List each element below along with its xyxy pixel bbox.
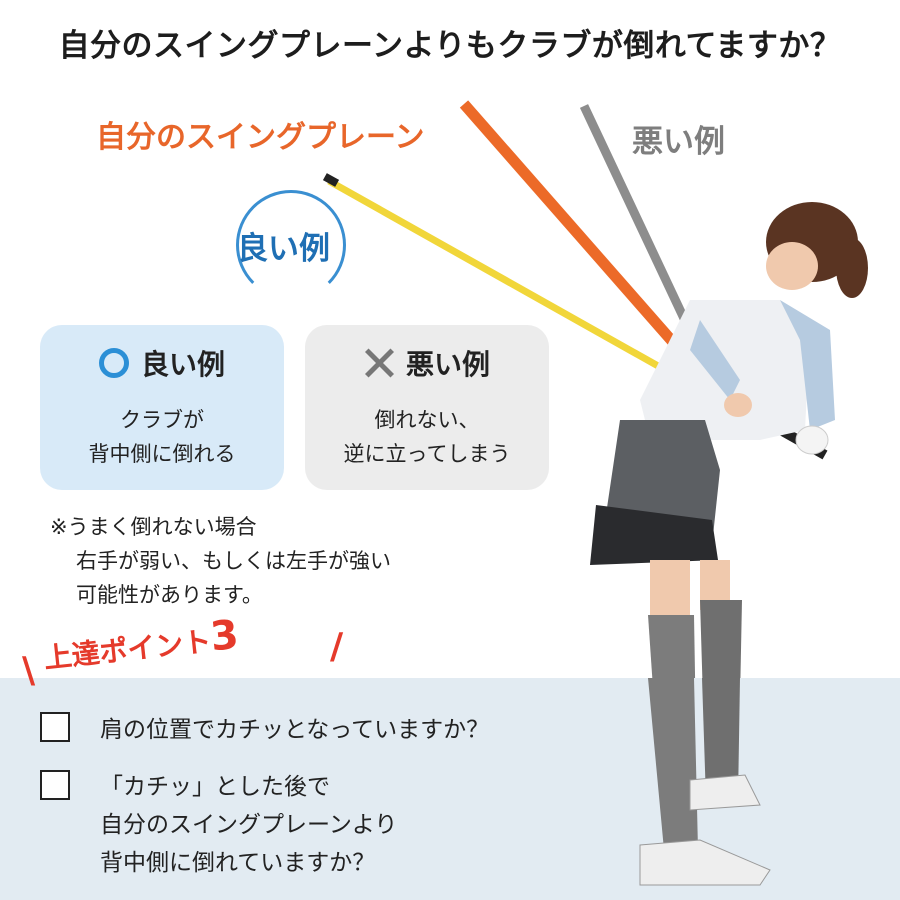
- checklist-question-line: 自分のスイングプレーンより: [100, 812, 398, 838]
- good-card-line: 背中側に倒れる: [88, 442, 236, 466]
- checklist-question-1: 肩の位置でカチッとなっていますか？: [100, 717, 490, 743]
- tip-note: ※うまく倒れない場合 右手が弱い、もしくは左手が強い 可能性があります。: [50, 510, 391, 612]
- point-heading-slash-right: /: [330, 626, 344, 667]
- point-heading-slash-left: \: [22, 650, 36, 691]
- bad-card-line: 倒れない、: [374, 408, 480, 432]
- swing-plane-label: 自分のスイングプレーン: [96, 120, 425, 155]
- cross-icon: [364, 348, 394, 378]
- bad-example-label: 悪い例: [632, 124, 725, 160]
- bad-example-card: 悪い例 倒れない、 逆に立ってしまう: [305, 325, 549, 490]
- good-example-badge-ring: [236, 190, 346, 300]
- good-example-badge-label: 良い例: [237, 231, 330, 267]
- good-example-card: 良い例 クラブが 背中側に倒れる: [40, 325, 284, 490]
- tip-note-line: ※うまく倒れない場合: [50, 515, 257, 539]
- circle-icon: [98, 348, 129, 378]
- point-heading-number: 3: [208, 611, 241, 661]
- tip-note-line: 右手が弱い、もしくは左手が強い: [76, 549, 391, 573]
- good-card-line: クラブが: [120, 408, 204, 432]
- good-example-stick: [327, 177, 717, 402]
- checklist-question-line: 「カチッ」とした後で: [100, 774, 330, 800]
- bad-card-title: 悪い例: [405, 348, 490, 381]
- headline: 自分のスイングプレーンよりもクラブが倒れてますか？: [58, 28, 842, 64]
- checkbox-icon[interactable]: [40, 770, 70, 800]
- checklist-question-line: 背中側に倒れていますか？: [100, 850, 376, 876]
- checklist-question-2: 「カチッ」とした後で 自分のスイングプレーンより 背中側に倒れていますか？: [100, 768, 397, 882]
- good-card-title: 良い例: [140, 348, 225, 381]
- checkbox-icon[interactable]: [40, 712, 70, 742]
- tip-note-line: 可能性があります。: [76, 583, 263, 607]
- bad-card-line: 逆に立ってしまう: [343, 442, 511, 466]
